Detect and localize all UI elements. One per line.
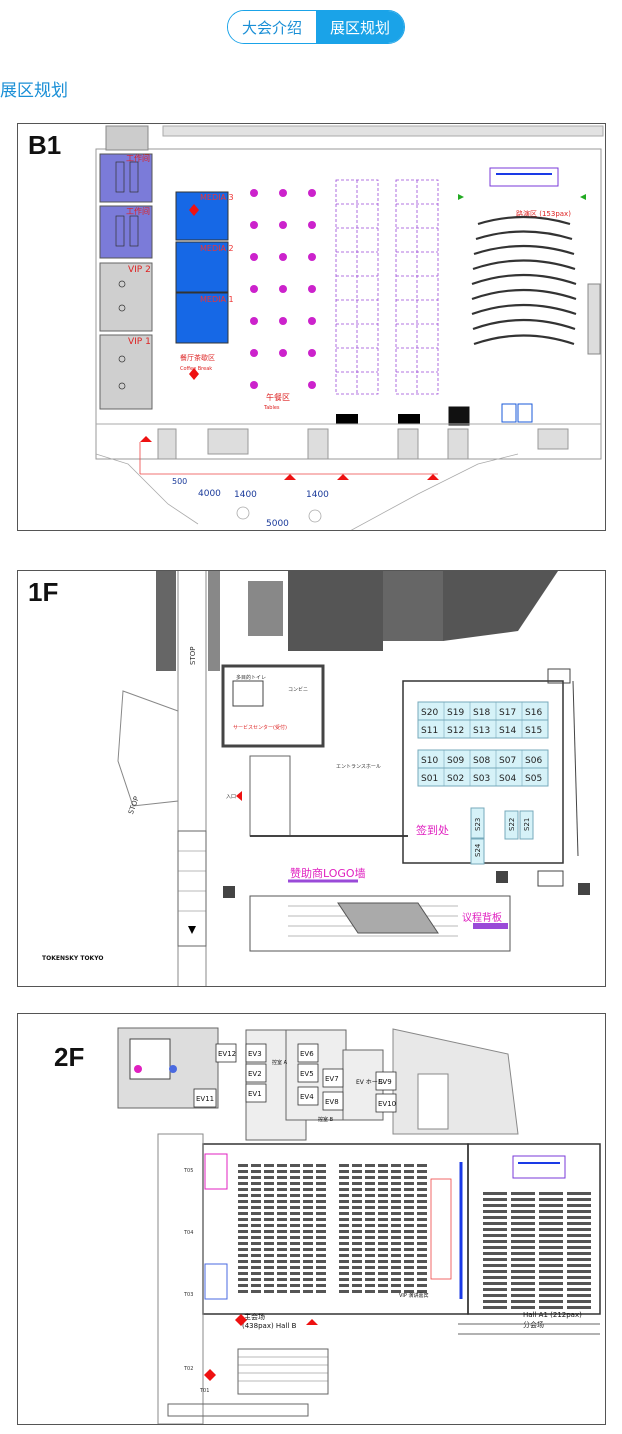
- b1-booth-grid: [335, 179, 439, 395]
- coffee-break-en-label: Coffee Break: [180, 366, 212, 372]
- venue-name-label: TOKENSKY TOKYO: [42, 955, 103, 962]
- booth-s18: S18: [473, 708, 490, 718]
- floor-label-b1: B1: [28, 130, 62, 160]
- service-center-label: サービスセンター(受付): [233, 724, 287, 731]
- agenda-backdrop-label: 议程背板: [462, 911, 502, 924]
- ev10-label: EV10: [378, 1100, 396, 1108]
- sponsor-logo-wall-label: 赞助商LOGO墙: [290, 866, 366, 880]
- ev8-label: EV8: [325, 1098, 339, 1106]
- booth-s02: S02: [447, 774, 464, 784]
- booth-s14: S14: [499, 726, 516, 736]
- booth-s01: S01: [421, 774, 438, 784]
- dimension-5000: 5000: [266, 519, 289, 529]
- vip1-label: VIP 1: [128, 337, 151, 347]
- ev-hall-label: EV ホール: [356, 1079, 384, 1086]
- tab-bar: 大会介绍 展区规划: [227, 10, 405, 44]
- booth-s12: S12: [447, 726, 464, 736]
- floor-plan-b1-drawing: 工作间 工作间 VIP 2 VIP 1 MEDIA 3 MEDIA 2 MEDI…: [95, 125, 604, 530]
- control-room-a-label: 控室 A: [272, 1059, 288, 1066]
- booth-row-4: [417, 767, 549, 787]
- stop-sign-1: STOP: [189, 647, 197, 665]
- ev3-label: EV3: [248, 1050, 262, 1058]
- dimension-1400-left: 1400: [234, 490, 257, 500]
- ev9-label: EV9: [378, 1078, 392, 1086]
- convenience-store-label: コンビニ: [288, 686, 308, 693]
- ev2-label: EV2: [248, 1070, 262, 1078]
- section-title: 展区规划: [0, 81, 68, 101]
- booth-s23: S23: [474, 818, 482, 831]
- booth-s16: S16: [525, 708, 542, 718]
- ev6-label: EV6: [300, 1050, 314, 1058]
- work-room-2-label: 工作间: [126, 206, 150, 216]
- ev4-label: EV4: [300, 1093, 314, 1101]
- sign-in-desk-label: 签到处: [416, 823, 449, 837]
- booth-s07: S07: [499, 756, 516, 766]
- dimension-500: 500: [172, 477, 187, 486]
- tab-conference-intro[interactable]: 大会介绍: [228, 11, 316, 43]
- main-hall-label: 主会场: [244, 1312, 265, 1321]
- vip-speaker-label: VIP 演讲嘉宾: [399, 1292, 429, 1299]
- ev1-label: EV1: [248, 1090, 262, 1098]
- booth-s22: S22: [508, 818, 516, 831]
- tab-floor-layout[interactable]: 展区规划: [316, 11, 404, 43]
- dimension-1400-right: 1400: [306, 490, 329, 500]
- ev5-label: EV5: [300, 1070, 314, 1078]
- coffee-break-label: 餐厅茶歇区: [180, 353, 215, 362]
- booth-row-2: [417, 719, 549, 739]
- lunch-area-label: 午餐区: [266, 392, 290, 402]
- ev7-label: EV7: [325, 1075, 339, 1083]
- floor-plan-b1: B1 工作间 工作间 VIP 2 VIP 1 MEDIA 3 MEDIA 2 M…: [17, 123, 606, 531]
- booth-s08: S08: [473, 756, 490, 766]
- dimension-4000: 4000: [198, 489, 221, 499]
- floor-plan-1f: 1F STOP STOP 多目的トイレ コンビニ サービスセンター(受付) エン…: [17, 570, 606, 987]
- t05-label: T05: [183, 1168, 193, 1174]
- booth-s24: S24: [474, 843, 482, 857]
- booth-s03: S03: [473, 774, 490, 784]
- media1-label: MEDIA 1: [200, 295, 234, 304]
- t03-label: T03: [183, 1292, 193, 1298]
- t04-label: T04: [183, 1230, 193, 1236]
- booth-s17: S17: [499, 708, 516, 718]
- booth-s10: S10: [421, 756, 438, 766]
- media2-label: MEDIA 2: [200, 244, 234, 253]
- roadshow-seating: [471, 215, 577, 346]
- booth-s05: S05: [525, 774, 542, 784]
- booth-s04: S04: [499, 774, 516, 784]
- floor-plan-1f-drawing: STOP STOP 多目的トイレ コンビニ サービスセンター(受付) エントラン…: [42, 571, 590, 986]
- ev12-label: EV12: [218, 1050, 236, 1058]
- booth-s13: S13: [473, 726, 490, 736]
- floor-plan-2f: 2F EV12 EV3 EV2 EV1 EV11 EV6 EV5: [17, 1013, 606, 1425]
- entrance-hall-label: エントランスホール: [336, 764, 381, 770]
- hall-a1-label: Hall A1 (212pax): [523, 1311, 582, 1319]
- toilet-label: 多目的トイレ: [236, 674, 266, 681]
- booth-s06: S06: [525, 756, 542, 766]
- work-room-1-label: 工作间: [126, 153, 150, 163]
- media3-label: MEDIA 3: [200, 193, 234, 202]
- t01-label: T01: [199, 1388, 209, 1394]
- booth-s11: S11: [421, 726, 438, 736]
- booth-s09: S09: [447, 756, 464, 766]
- lunch-area-en-label: Tables: [263, 405, 280, 411]
- control-room-b-label: 控室 B: [318, 1116, 334, 1123]
- t02-label: T02: [183, 1366, 193, 1372]
- booth-s19: S19: [447, 708, 464, 718]
- roadshow-stage-label: 路演区 (153pax): [516, 209, 571, 218]
- floor-label-1f: 1F: [28, 577, 59, 607]
- floor-plan-2f-drawing: EV12 EV3 EV2 EV1 EV11 EV6 EV5 EV4 EV7 EV…: [117, 1027, 601, 1424]
- booth-s21: S21: [523, 818, 531, 831]
- ev11-label: EV11: [196, 1095, 214, 1103]
- main-hall-capacity-label: (438pax) Hall B: [242, 1322, 297, 1330]
- lunch-tables: [250, 189, 316, 389]
- booth-s15: S15: [525, 726, 542, 736]
- booth-s20: S20: [421, 708, 438, 718]
- vip2-label: VIP 2: [128, 265, 151, 275]
- floor-label-2f: 2F: [54, 1042, 85, 1072]
- entrance-label: 入口: [226, 794, 236, 800]
